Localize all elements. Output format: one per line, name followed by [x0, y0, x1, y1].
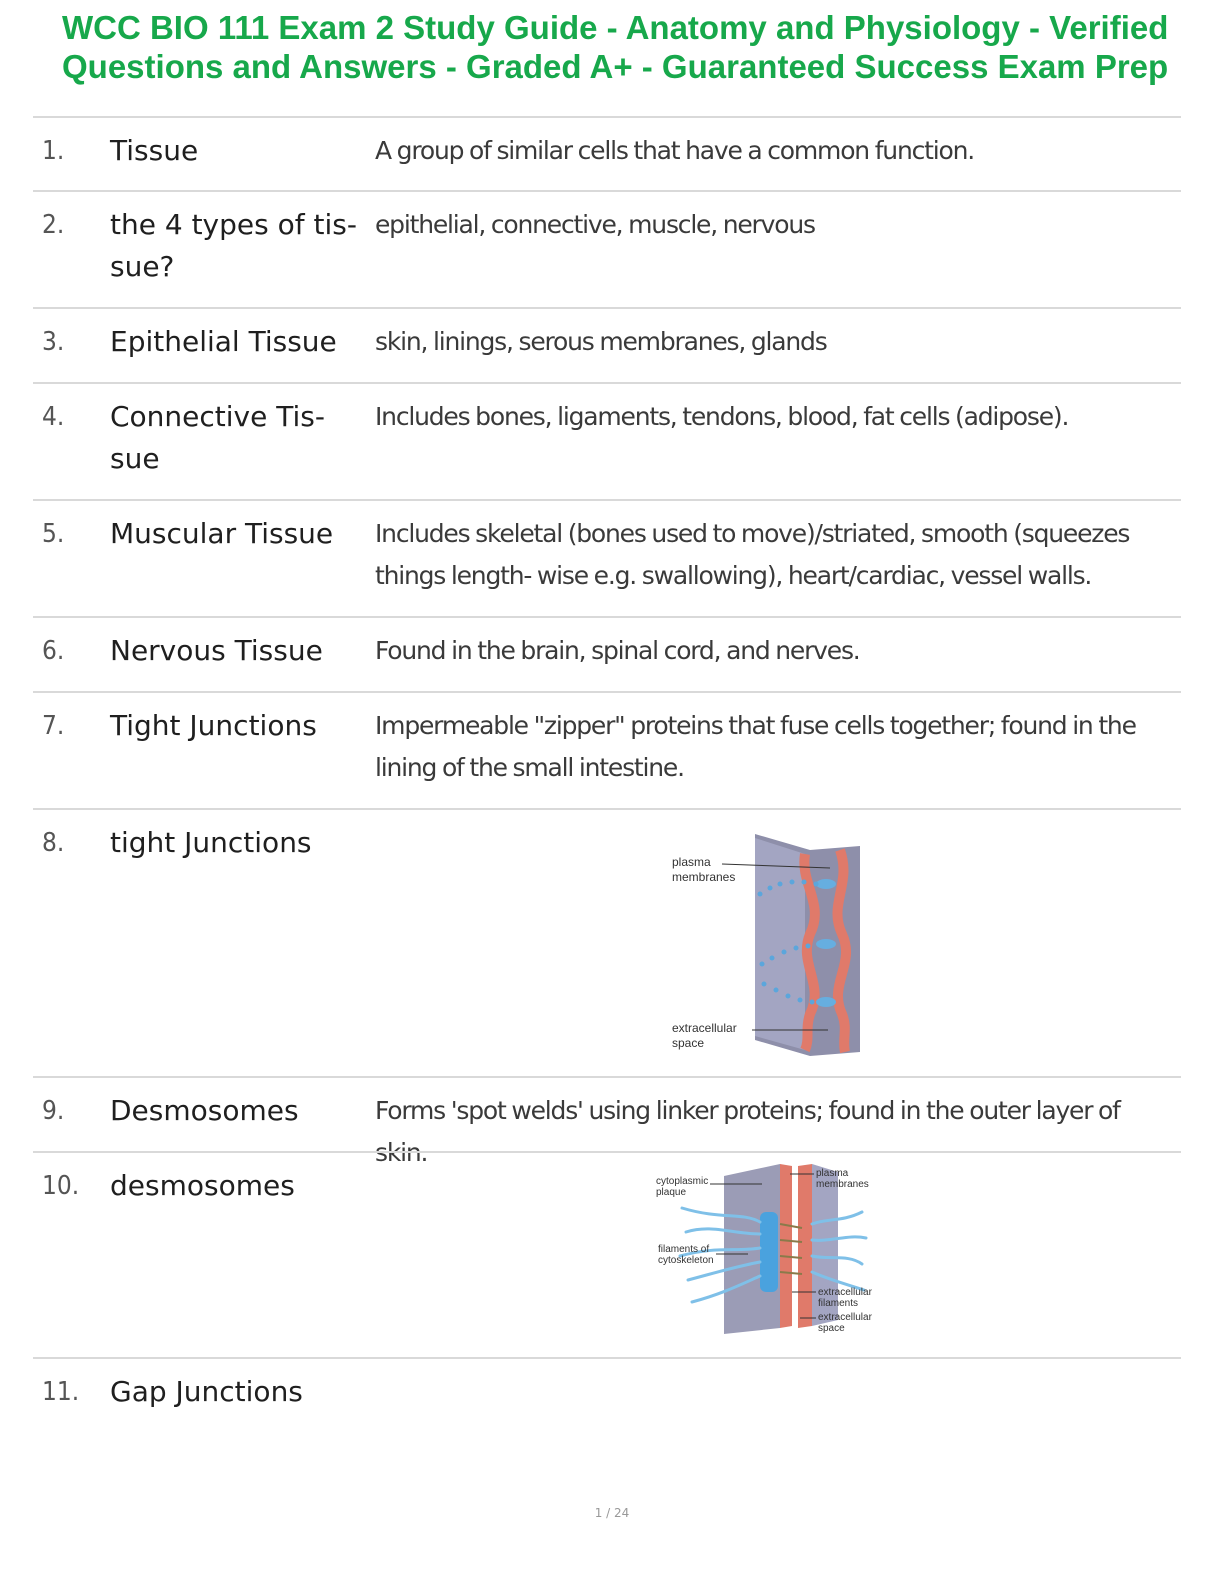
divider: [33, 190, 1181, 192]
card-definition: Forms 'spot welds' using linker proteins…: [375, 1096, 1121, 1167]
card-term: tight Junctions: [110, 826, 312, 859]
page-indicator: 1 / 24: [594, 1506, 630, 1520]
card-number: 9.: [42, 1096, 65, 1126]
card-definition: epithelial, connective, muscle, nervous: [375, 210, 816, 239]
label-cytoskeleton: cytoskeleton: [658, 1255, 714, 1266]
label-membranes: membranes: [816, 1179, 869, 1190]
membrane-sheet-front: [755, 838, 805, 1050]
card-definition: skin, linings, serous membranes, glands: [375, 327, 828, 356]
divider: [33, 808, 1181, 810]
label-space: space: [818, 1323, 845, 1334]
extracellular-filaments: [779, 1223, 803, 1275]
junction-proteins: [816, 879, 836, 1007]
label-leader: [721, 863, 831, 869]
card-number: 8.: [42, 828, 65, 858]
card-term: Connective Tis- sue: [110, 400, 325, 475]
label-plaque: plaque: [656, 1187, 686, 1198]
card-number: 2.: [42, 210, 65, 240]
membrane-edge: [832, 848, 851, 1054]
label-filaments: filaments: [818, 1298, 858, 1309]
divider: [33, 307, 1181, 309]
divider: [33, 1151, 1181, 1153]
label-extracellular: extracellular: [818, 1312, 873, 1323]
document-title: WCC BIO 111 Exam 2 Study Guide - Anatomy…: [62, 9, 1169, 85]
card-term: Nervous Tissue: [110, 634, 323, 667]
desmosome-diagram: cytoplasmic plaque plasma membranes fila…: [656, 1164, 873, 1334]
card-term: the 4 types of tis- sue?: [110, 208, 357, 283]
label-space: space: [672, 1036, 704, 1050]
label-plasma: plasma: [816, 1168, 849, 1179]
card-number: 7.: [42, 711, 65, 741]
card-term: Muscular Tissue: [110, 517, 334, 550]
label-membranes: membranes: [672, 870, 735, 884]
card-term: Gap Junctions: [110, 1375, 303, 1408]
membrane-sheet-right: [812, 1164, 838, 1326]
label-extracellular: extracellular: [818, 1287, 873, 1298]
membrane-edge: [799, 853, 820, 1053]
membrane-edge: [798, 1164, 812, 1328]
label-cytoplasmic: cytoplasmic: [656, 1176, 708, 1187]
card-number: 3.: [42, 327, 65, 357]
card-number: 6.: [42, 636, 65, 666]
card-number: 10.: [42, 1171, 80, 1201]
label-filaments-of: filaments of: [658, 1244, 709, 1255]
card-term: Tissue: [110, 134, 199, 167]
card-definition: A group of similar cells that have a com…: [375, 136, 975, 165]
card-definition: Includes bones, ligaments, tendons, bloo…: [375, 402, 1069, 431]
protein-dots: [757, 879, 819, 1005]
card-definition: Impermeable "zipper" proteins that fuse …: [375, 711, 1137, 782]
card-term: Epithelial Tissue: [110, 325, 337, 358]
divider: [33, 382, 1181, 384]
membrane-edge: [780, 1164, 792, 1328]
divider: [33, 499, 1181, 501]
divider: [33, 116, 1181, 118]
card-definition: Includes skeletal (bones used to move)/s…: [375, 519, 1130, 590]
label-extracellular: extracellular: [672, 1021, 737, 1035]
card-term: Desmosomes: [110, 1094, 299, 1127]
label-plasma: plasma: [672, 855, 711, 869]
divider: [33, 616, 1181, 618]
card-term: desmosomes: [110, 1169, 295, 1202]
card-number: 1.: [42, 136, 65, 166]
card-number: 11.: [42, 1377, 80, 1407]
card-number: 5.: [42, 519, 65, 549]
card-term: Tight Junctions: [110, 709, 317, 742]
cytoskeleton-filaments: [678, 1206, 868, 1304]
divider: [33, 1357, 1181, 1359]
tight-junction-diagram: plasma membranes extracellular space: [672, 834, 860, 1056]
card-number: 4.: [42, 402, 65, 432]
cytoplasmic-plaque: [760, 1212, 778, 1292]
divider: [33, 691, 1181, 693]
card-definition: Found in the brain, spinal cord, and ner…: [375, 636, 861, 665]
divider: [33, 1076, 1181, 1078]
